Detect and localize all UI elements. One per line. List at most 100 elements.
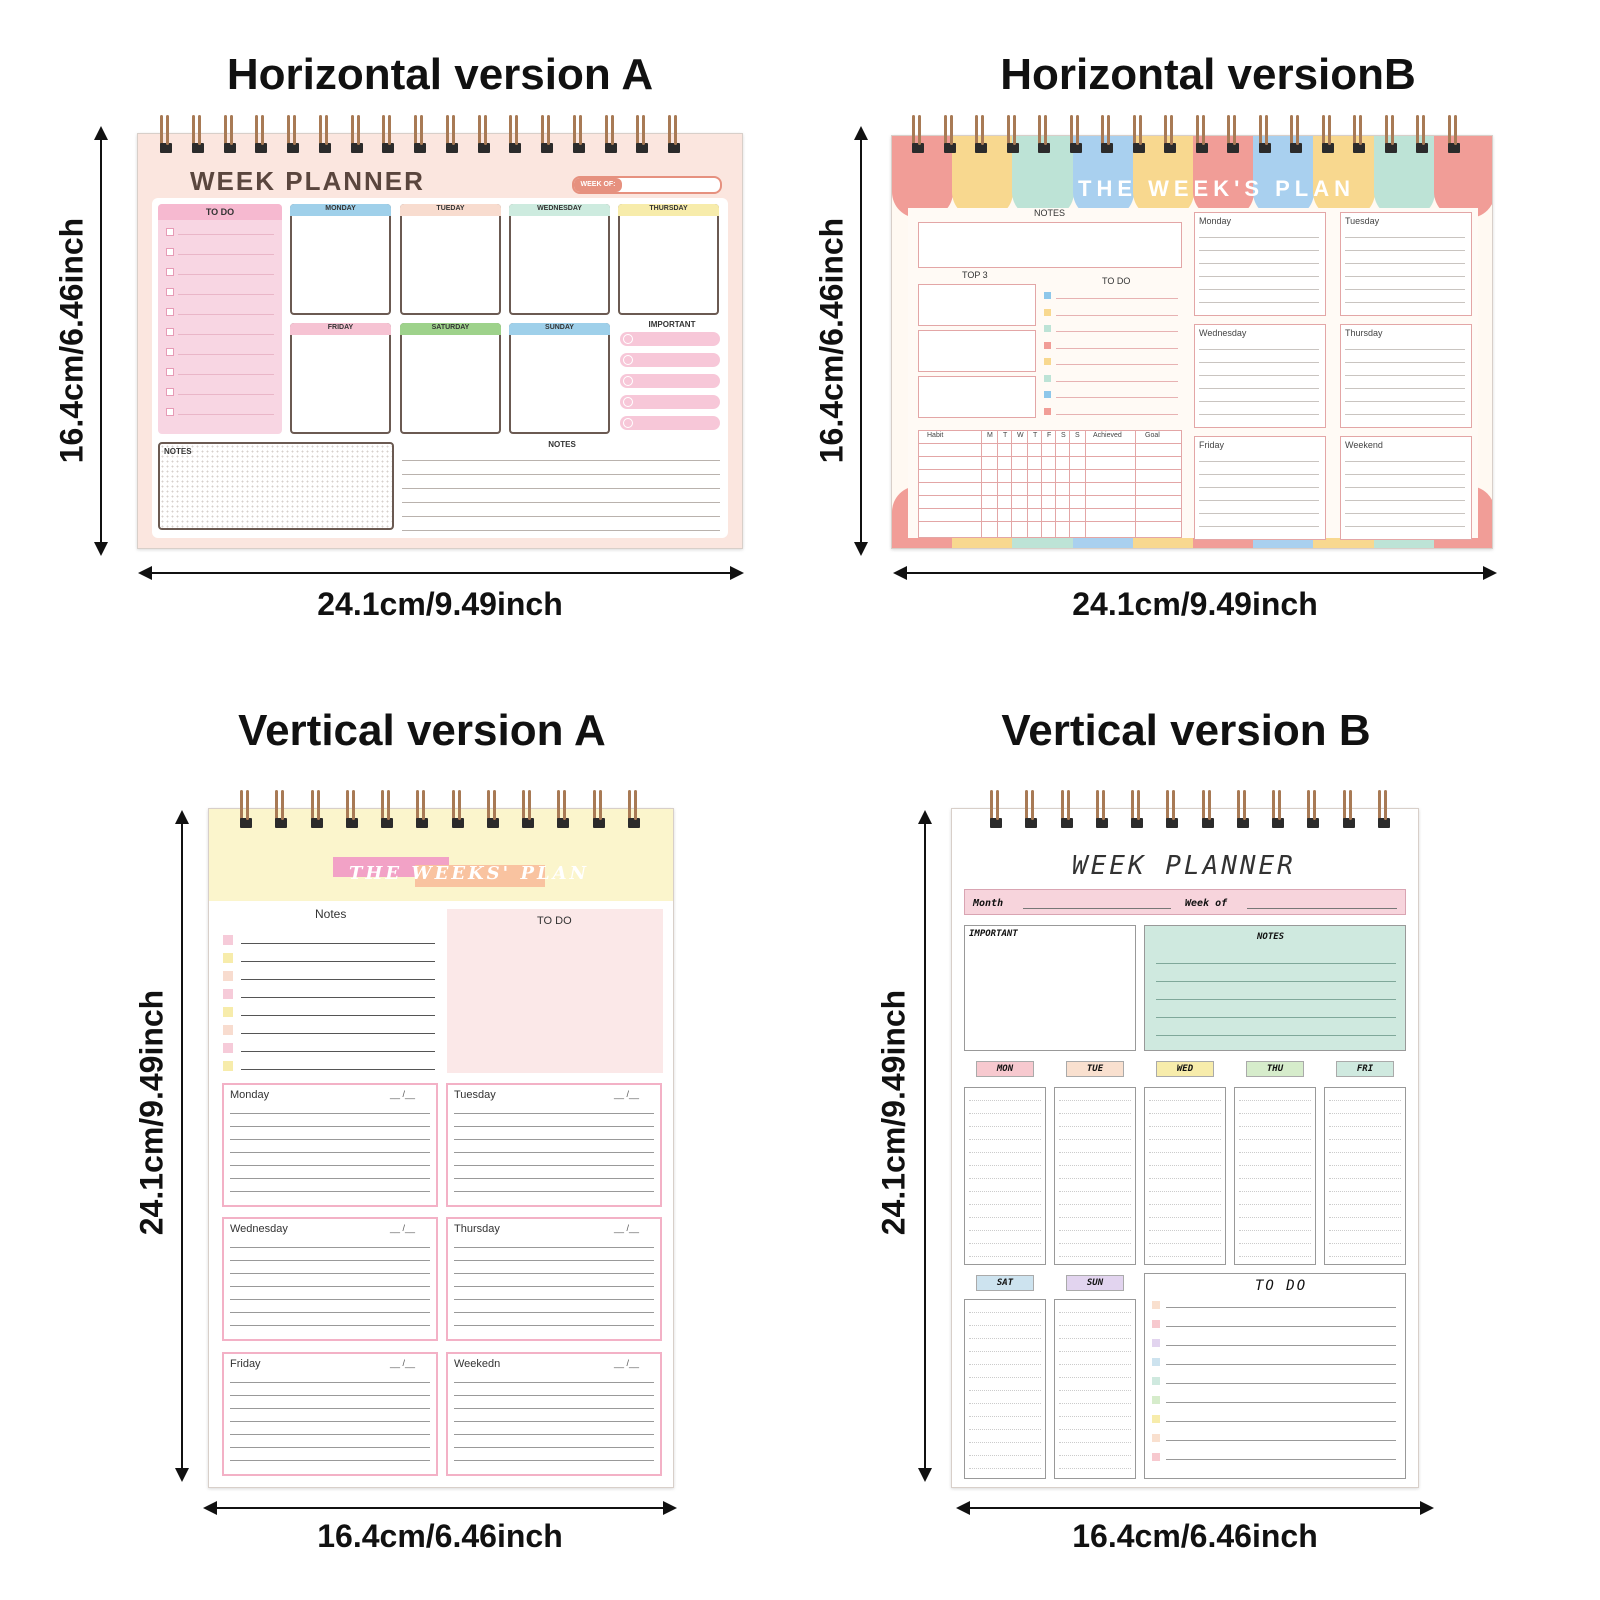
todo-line [1056,364,1178,365]
day-dotted-line [1239,1230,1311,1231]
day-dotted-line [1059,1403,1131,1404]
todo-square [1152,1320,1160,1328]
notes-line [241,961,435,962]
day-label: Monday [230,1089,270,1101]
day-dotted-line [969,1377,1041,1378]
spiral-ring [240,790,252,828]
spiral-ring [287,115,299,153]
day-line [230,1126,430,1127]
height-label-va: 24.1cm/9.49inch [133,989,170,1236]
todo-line [1056,331,1178,332]
day-tag-label: TUE [1086,1064,1104,1074]
day-line [1199,487,1319,488]
habit-grid-vline [1085,431,1086,537]
habit-col-label: F [1047,432,1052,439]
todo-checkbox [166,228,174,236]
spiral-ring [1132,115,1145,153]
day-dotted-line [1329,1230,1401,1231]
day-line [1345,263,1465,264]
spiral-ring [223,115,236,153]
habit-grid-hline [919,482,1181,483]
day-header [618,204,719,216]
height-arrow-hb [854,126,868,556]
habit-grid-vline [1069,431,1070,537]
spiral-ring [1258,115,1271,153]
title-vertical-b: Vertical version B [1001,706,1371,755]
day-line [1345,362,1465,363]
notes-line [241,1033,435,1034]
day-line [1345,401,1465,402]
top3-box-1 [918,284,1036,326]
spiral-ring [1006,115,1019,153]
day-box: Tuesday [1340,212,1472,316]
day-line [454,1247,654,1248]
height-arrow-va [175,810,189,1482]
notes-line [241,943,435,944]
day-dotted-line [1149,1113,1221,1114]
todo-square [1152,1339,1160,1347]
day-label: FRIDAY [327,324,354,331]
height-label-vb: 24.1cm/9.49inch [875,989,912,1236]
day-column [1234,1087,1316,1265]
day-line [1199,263,1319,264]
todo-checkbox [166,408,174,416]
notes-right-label: NOTES [548,440,576,449]
day-line [454,1152,654,1153]
todo-square [1152,1396,1160,1404]
notes-box: NOTES [1144,925,1406,1051]
todo-checkbox [166,328,174,336]
month-week-bar: Month Week of [964,889,1406,915]
todo-label: TO DO [537,915,572,927]
day-dotted-line [1239,1100,1311,1101]
day-dotted-line [969,1100,1041,1101]
spiral-ring [522,790,535,828]
sheet-vertical-a: THE WEEKS' PLAN Notes TO DO Monday__ /__… [208,808,674,1488]
day-label: Thursday [454,1223,500,1235]
day-box: THURSDAY [618,204,719,315]
day-line [1199,250,1319,251]
todo-square [1044,325,1051,332]
day-column [964,1087,1046,1265]
spiral-ring [1069,115,1082,153]
todo-line [1056,298,1178,299]
spiral-ring [604,115,617,153]
todo-checkbox [166,248,174,256]
day-dotted-line [1329,1139,1401,1140]
todo-line [178,254,274,255]
important-dot [623,418,633,428]
notes-line [402,530,720,531]
day-dotted-line [1239,1139,1311,1140]
top3-box-3 [918,376,1036,418]
habit-col-label: Achieved [1093,432,1122,439]
important-dot [623,397,633,407]
width-arrow-ha [138,566,744,580]
day-dotted-line [969,1429,1041,1430]
day-dotted-line [1059,1455,1131,1456]
spiral-ring [636,115,649,153]
spiral-ring [191,115,204,153]
day-dotted-line [1329,1165,1401,1166]
day-box: Wednesday__ /__ [222,1217,438,1341]
habit-grid-hline [919,469,1181,470]
todo-line [1166,1459,1396,1460]
week-planner-heading: WEEK PLANNER [190,166,425,196]
width-label-vb: 16.4cm/6.46inch [1072,1518,1318,1554]
notes-left-label: NOTES [164,447,192,456]
day-column [1324,1087,1406,1265]
date-mark: __ /__ [614,1358,640,1368]
day-dotted-line [1329,1191,1401,1192]
week-of-label: WEEK OF: [574,178,622,192]
notes-line [1156,1035,1396,1036]
todo-checkbox [166,348,174,356]
day-dotted-line [1329,1152,1401,1153]
spiral-ring [557,790,570,828]
day-dotted-line [1059,1390,1131,1391]
day-box: MONDAY [290,204,391,315]
day-line [1199,461,1319,462]
todo-square [1044,391,1051,398]
day-header [400,323,501,335]
todo-line [1166,1383,1396,1384]
day-dotted-line [1059,1429,1131,1430]
spiral-ring [382,115,395,153]
